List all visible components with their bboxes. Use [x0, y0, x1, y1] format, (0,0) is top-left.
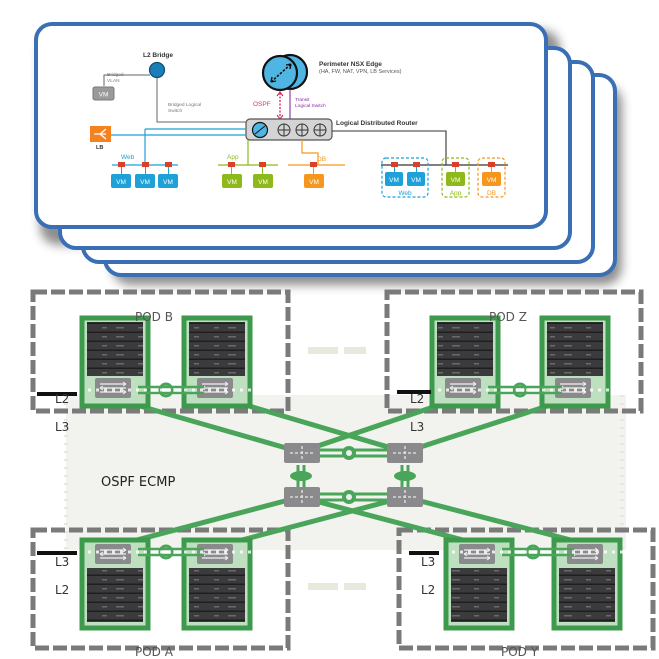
vm-label: VM — [99, 92, 109, 99]
svg-text:VM: VM — [487, 177, 497, 184]
svg-text:VM: VM — [389, 177, 399, 184]
svg-text:VM: VM — [309, 179, 319, 186]
pod-y-label: POD Y — [501, 645, 539, 659]
pod-z-border — [384, 289, 644, 414]
web-segment-label: Web — [121, 154, 135, 161]
leaf-switch — [95, 378, 131, 398]
leaf-switch — [567, 544, 603, 564]
pod-a-label: POD A — [135, 645, 174, 659]
pod-b-label: POD B — [135, 310, 173, 324]
rack — [79, 315, 151, 409]
svg-text:App: App — [450, 190, 462, 197]
leaf-switch — [555, 378, 591, 398]
perimeter-edge-subtitle: (HA, FW, NAT, VPN, LB Services) — [319, 69, 402, 75]
grouped-web: VM VM Web — [381, 157, 429, 198]
spine-switch — [284, 443, 320, 463]
spine-switch — [387, 443, 423, 463]
leaf-switch — [445, 378, 481, 398]
ospf-ecmp-zone — [66, 395, 626, 550]
svg-text:DB: DB — [487, 190, 496, 197]
svg-text:VM: VM — [163, 179, 173, 186]
physical-topology: OSPF ECMP POD B POD Z POD A POD Y L2 L3 … — [30, 289, 656, 659]
grouped-db: VM DB — [477, 157, 506, 198]
pod-y-layer-upper: L3 — [421, 555, 435, 569]
app-segment-label: App — [227, 154, 239, 161]
lb-label: LB — [96, 145, 103, 151]
svg-text:Web: Web — [398, 190, 412, 197]
svg-text:VM: VM — [451, 177, 461, 184]
l2-bridge-label: L2 Bridge — [143, 52, 173, 59]
pod-a-border — [30, 527, 291, 651]
svg-text:VM: VM — [140, 179, 150, 186]
spine-switches — [284, 443, 423, 507]
spine-switch — [387, 487, 423, 507]
db-segment-label: DB — [317, 156, 326, 163]
web-vms: VM VM VM — [111, 162, 178, 188]
ospf-ecmp-label: OSPF ECMP — [101, 475, 175, 490]
ellipsis-top — [308, 347, 338, 354]
leaf-switch — [197, 544, 233, 564]
pod-z-label: POD Z — [489, 310, 527, 324]
pod-y-layer-lower: L2 — [421, 583, 435, 597]
pod-a-layer-lower: L2 — [55, 583, 69, 597]
grouped-app: VM App — [441, 157, 470, 198]
db-vms: VM — [304, 162, 324, 188]
pod-b-border — [30, 289, 291, 414]
rack — [443, 537, 515, 631]
ldr-label: Logical Distributed Router — [336, 120, 418, 127]
pod-b-layer-upper: L2 — [55, 392, 69, 406]
leaf-switch — [197, 378, 233, 398]
svg-text:VM: VM — [411, 177, 421, 184]
l2-bridge-icon — [148, 61, 166, 79]
rack — [79, 537, 151, 631]
perimeter-edge-title: Perimeter NSX Edge — [319, 61, 382, 68]
pod-b-layer-lower: L3 — [55, 420, 69, 434]
rack — [539, 315, 611, 409]
leaf-switch — [459, 544, 495, 564]
svg-text:VM: VM — [258, 179, 268, 186]
pod-a-layer-upper: L3 — [55, 555, 69, 569]
ospf-label: OSPF — [253, 101, 271, 108]
rack — [429, 315, 501, 409]
app-vms: VM VM — [222, 162, 273, 188]
svg-text:VM: VM — [116, 179, 126, 186]
pod-z-layer-upper: L2 — [410, 392, 424, 406]
ellipsis-bottom — [308, 583, 338, 590]
pod-z-layer-lower: L3 — [410, 420, 424, 434]
bridged-vm — [92, 86, 115, 101]
spine-switch — [284, 487, 320, 507]
leaf-switch — [95, 544, 131, 564]
rack — [551, 537, 623, 631]
svg-text:VM: VM — [227, 179, 237, 186]
